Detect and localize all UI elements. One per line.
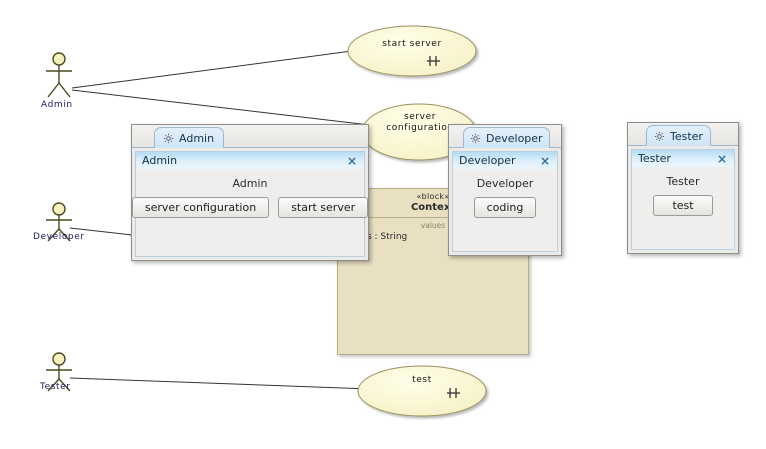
block-compartment-title: values (420, 221, 446, 230)
window-developer-title: Developer (459, 154, 516, 167)
coding-button[interactable]: coding (473, 197, 537, 218)
block-values-compartment: values status : String (338, 218, 528, 246)
close-icon[interactable]: × (716, 151, 727, 166)
window-developer-tabstrip: Developer (449, 125, 561, 148)
window-developer-titlebar[interactable]: Developer × (453, 152, 557, 170)
actor-label-admin: Admin (41, 100, 73, 110)
actor-label-tester: Tester (40, 382, 71, 392)
actor-label-developer: Developer (33, 232, 85, 242)
assoc-admin-server-configuration (71, 89, 379, 127)
use-case-marker-icon (427, 56, 440, 66)
block-divider (338, 217, 528, 218)
block-header: «block» Context (338, 189, 528, 217)
server-configuration-button[interactable]: server configuration (131, 197, 270, 218)
window-tester-title: Tester (638, 152, 671, 165)
block-attribute: status : String (344, 232, 408, 242)
gear-icon (470, 133, 481, 144)
window-tester[interactable]: Tester Tester × Tester test (627, 122, 739, 254)
assoc-tester-test (69, 377, 371, 390)
window-developer-heading: Developer (476, 177, 534, 190)
window-tester-content: Tester test (632, 167, 734, 249)
gear-icon (163, 133, 174, 144)
actor-developer (46, 202, 72, 242)
window-admin-heading: Admin (232, 177, 268, 190)
window-tester-button-row: test (653, 195, 713, 216)
window-admin-body: Admin × Admin server configuration start… (131, 151, 369, 257)
use-case-start-server (347, 25, 477, 77)
actor-tester (46, 352, 72, 392)
tab-admin[interactable]: Admin (154, 127, 225, 148)
block-stereotype: «block» (416, 192, 450, 201)
start-server-button[interactable]: start server (278, 197, 369, 218)
block-name: Context (410, 202, 456, 213)
window-developer-button-row: coding (473, 197, 537, 218)
actor-admin (46, 52, 72, 98)
assoc-admin-start-server (71, 50, 353, 89)
window-admin-titlebar[interactable]: Admin × (136, 152, 364, 170)
close-icon[interactable]: × (539, 153, 550, 168)
window-tester-tabstrip: Tester (628, 123, 738, 146)
close-icon[interactable]: × (346, 153, 357, 168)
window-admin-title: Admin (142, 154, 178, 167)
use-case-marker-icon (447, 388, 460, 398)
window-tester-heading: Tester (666, 175, 700, 188)
test-button[interactable]: test (653, 195, 713, 216)
gear-icon (654, 131, 665, 142)
tab-developer-label: Developer (486, 131, 543, 145)
window-developer-content: Developer coding (453, 169, 557, 251)
window-tester-body: Tester × Tester test (631, 149, 735, 250)
window-admin-button-row: server configuration start server (131, 197, 369, 218)
tab-tester-label: Tester (670, 129, 703, 143)
window-admin-tabstrip: Admin (132, 125, 368, 148)
window-developer[interactable]: Developer Developer × Developer coding (448, 124, 562, 256)
window-developer-body: Developer × Developer coding (452, 151, 558, 252)
window-admin-content: Admin server configuration start server (131, 169, 369, 256)
use-case-test (357, 365, 487, 417)
tab-admin-label: Admin (179, 131, 215, 145)
window-tester-titlebar[interactable]: Tester × (632, 150, 734, 168)
tab-developer[interactable]: Developer (463, 127, 550, 148)
window-admin[interactable]: Admin Admin × Admin server configuration… (131, 124, 369, 261)
tab-tester[interactable]: Tester (646, 125, 711, 146)
